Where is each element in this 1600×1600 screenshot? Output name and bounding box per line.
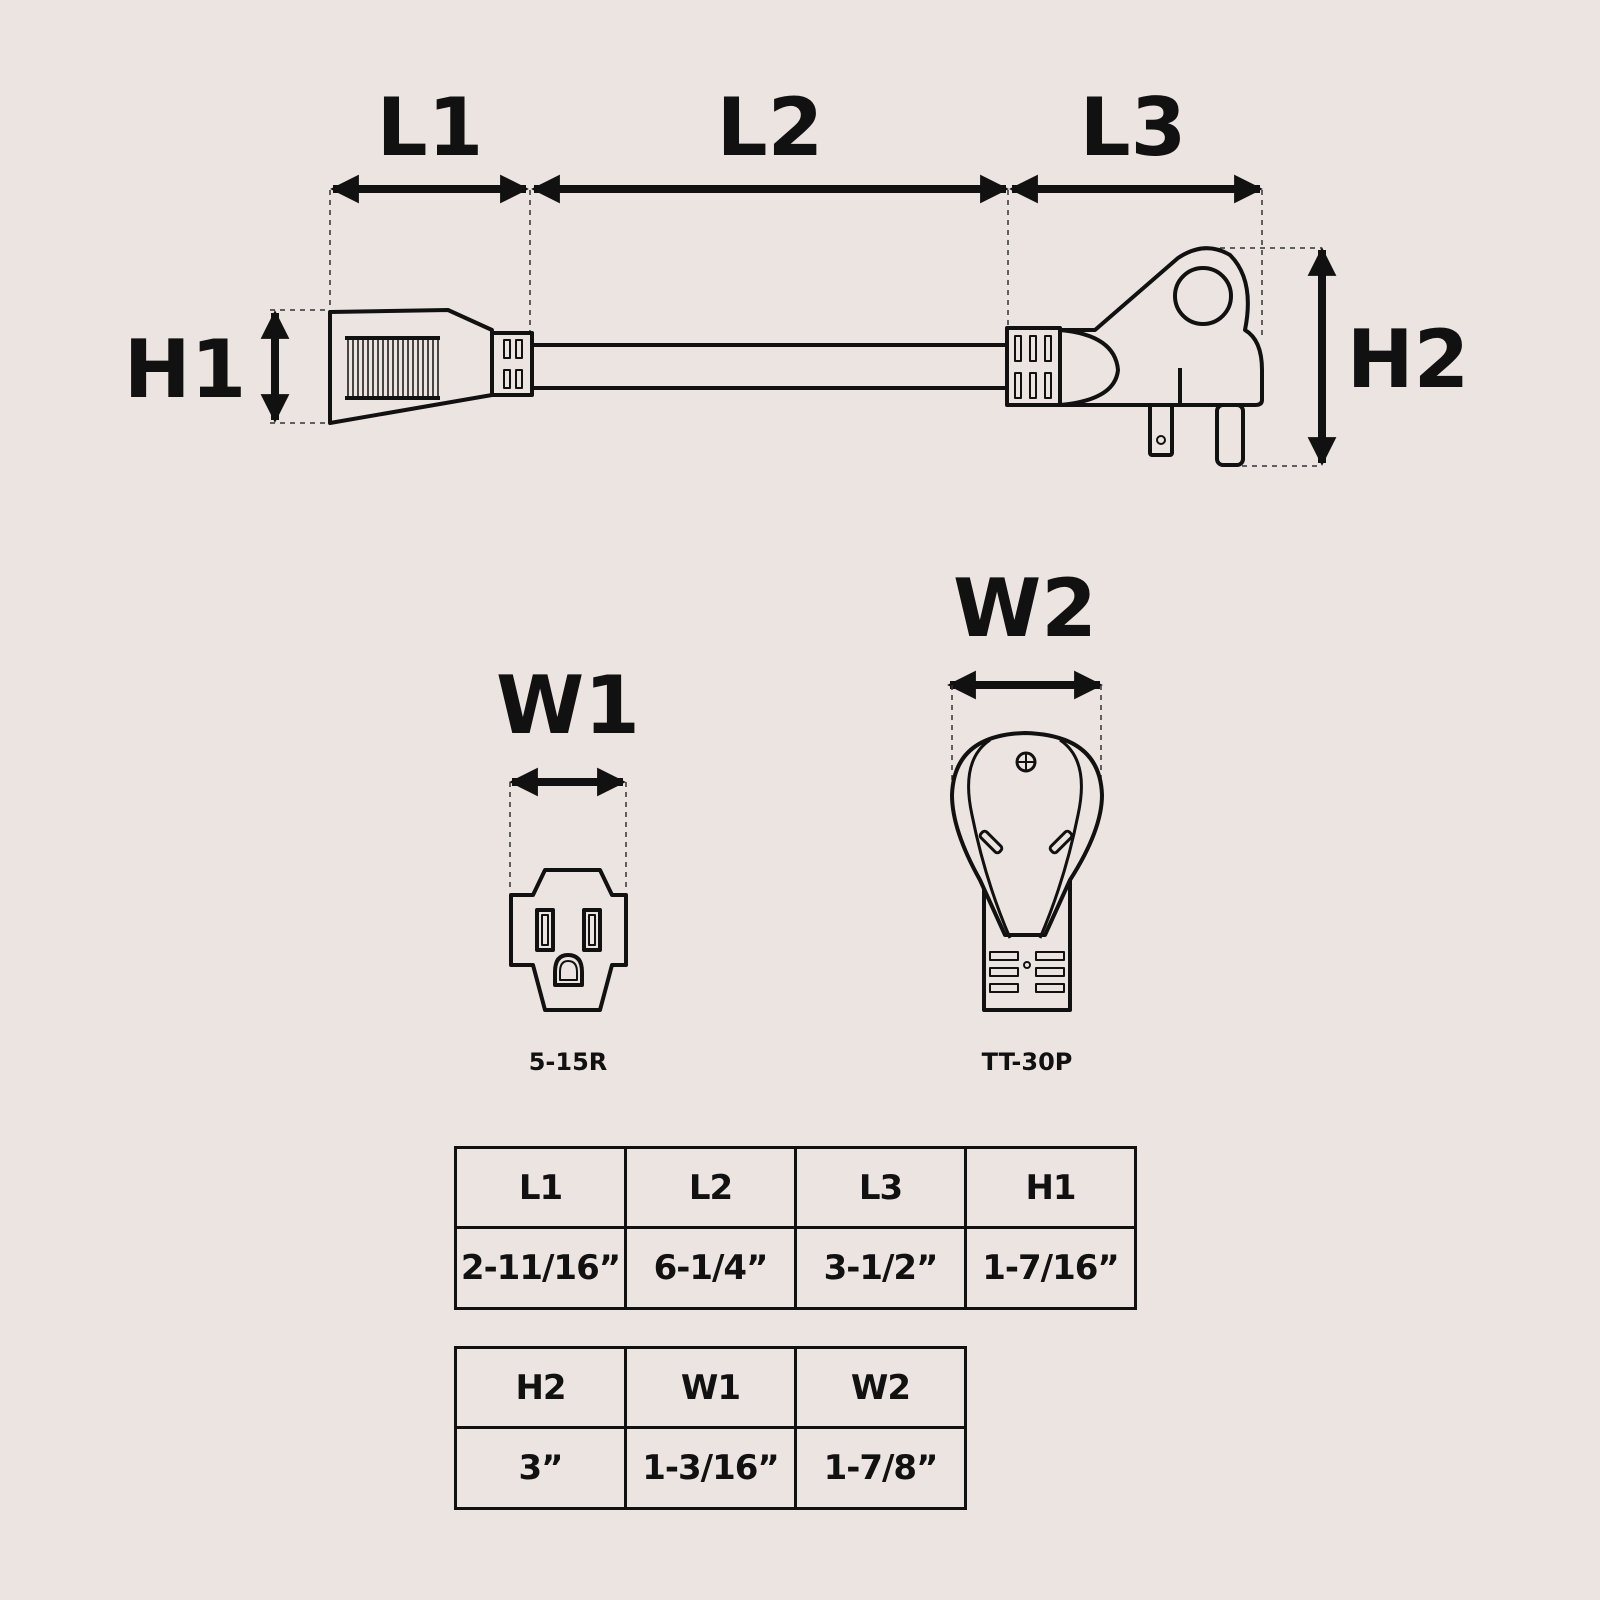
table-row: 2-11/16” 6-1/4” 3-1/2” 1-7/16” (454, 1226, 1137, 1310)
cord-side-view (328, 246, 1264, 467)
w1-extension-lines (509, 782, 627, 892)
cable (530, 343, 1012, 390)
receptacle-face-5-15r (509, 868, 628, 1012)
table-header-cell: W1 (624, 1346, 797, 1429)
label-w1: W1 (496, 659, 640, 752)
connector-label-5-15r: 5-15R (529, 1048, 608, 1076)
receptacle-slot-left (535, 908, 555, 952)
table-value-cell: 3” (454, 1426, 627, 1510)
plug-body (1058, 246, 1264, 407)
receptacle-grip-ribs (347, 338, 439, 398)
table-header-cell: L1 (454, 1146, 627, 1229)
receptacle-ground-hole (553, 953, 584, 987)
plug-prong-ground (1148, 403, 1174, 457)
table-value-cell: 6-1/4” (624, 1226, 797, 1310)
table-value-cell: 1-7/16” (964, 1226, 1137, 1310)
label-w2: W2 (953, 562, 1097, 655)
table-value-cell: 1-7/8” (794, 1426, 967, 1510)
table-row: H2 W1 W2 (454, 1346, 967, 1429)
dimension-table-2: H2 W1 W2 3” 1-3/16” 1-7/8” (454, 1346, 967, 1510)
table-header-cell: H2 (454, 1346, 627, 1429)
plug-face-tt-30p (950, 731, 1104, 1012)
table-value-cell: 2-11/16” (454, 1226, 627, 1310)
receptacle-strain-relief (490, 331, 534, 397)
label-l3: L3 (1080, 81, 1187, 174)
extension-lines (270, 190, 1322, 467)
plug-prong-pin (1215, 403, 1245, 467)
table-value-cell: 1-3/16” (624, 1426, 797, 1510)
receptacle-slot-right (582, 908, 602, 952)
table-header-cell: L3 (794, 1146, 967, 1229)
label-h1: H1 (124, 323, 247, 416)
plug-blade-left (978, 829, 1004, 855)
dimension-table-1: L1 L2 L3 H1 2-11/16” 6-1/4” 3-1/2” 1-7/1… (454, 1146, 1137, 1310)
plug-blade-right (1048, 829, 1074, 855)
label-l2: L2 (717, 81, 824, 174)
table-value-cell: 3-1/2” (794, 1226, 967, 1310)
connector-label-tt-30p: TT-30P (982, 1048, 1073, 1076)
table-header-cell: L2 (624, 1146, 797, 1229)
plug-handle-hole (1173, 266, 1233, 326)
table-header-cell: W2 (794, 1346, 967, 1429)
receptacle-body (328, 308, 494, 425)
label-l1: L1 (377, 81, 484, 174)
label-h2: H2 (1347, 313, 1470, 406)
table-row: 3” 1-3/16” 1-7/8” (454, 1426, 967, 1510)
table-row: L1 L2 L3 H1 (454, 1146, 1137, 1229)
table-header-cell: H1 (964, 1146, 1137, 1229)
